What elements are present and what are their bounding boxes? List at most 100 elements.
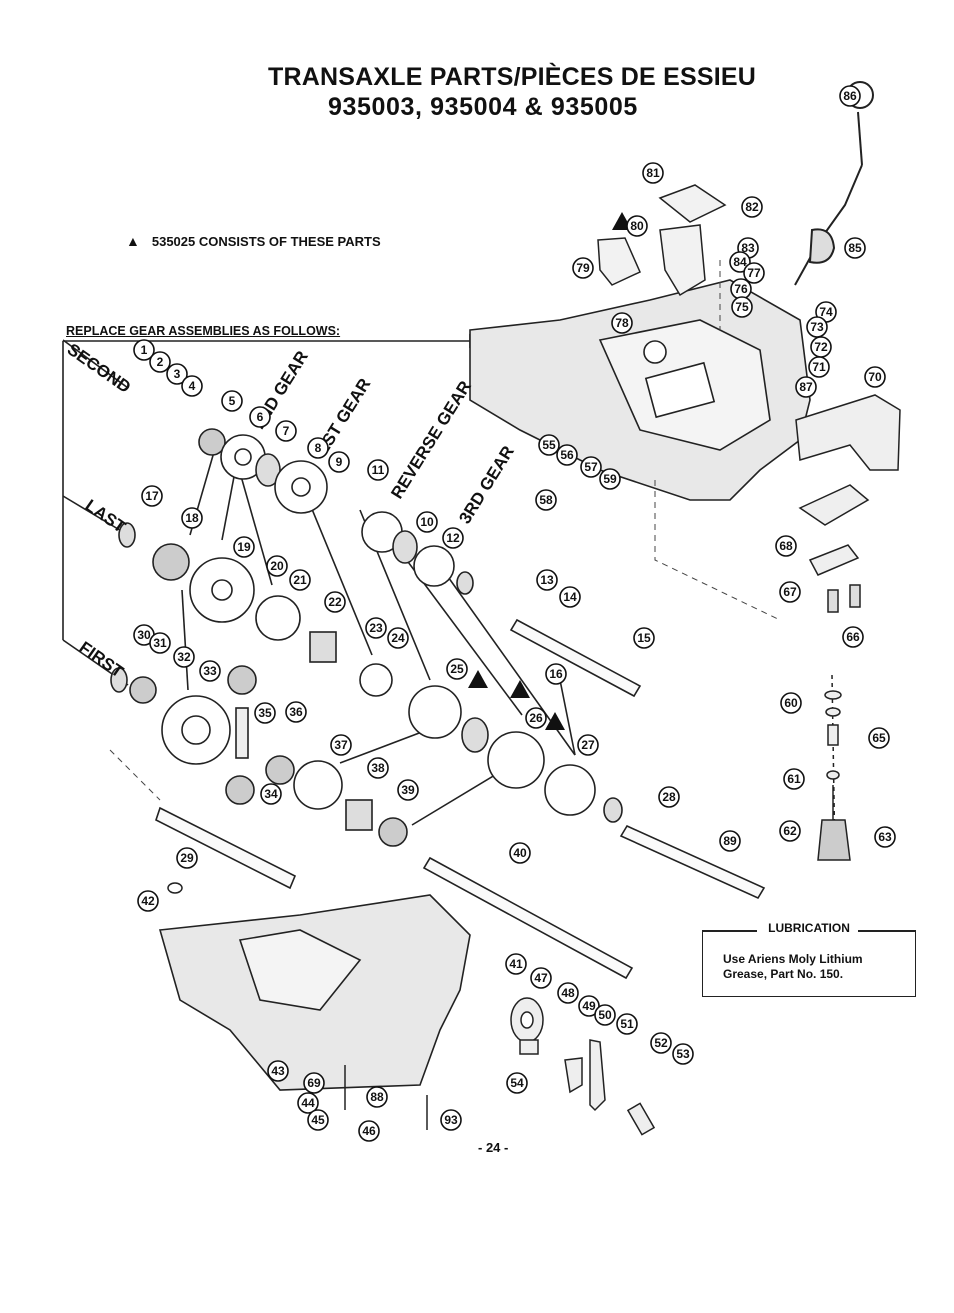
callout-circle — [611, 312, 633, 334]
callout-23: 23 — [365, 617, 387, 639]
callout-19: 19 — [233, 536, 255, 558]
callout-circle — [297, 1092, 319, 1114]
callout-circle — [397, 779, 419, 801]
callout-circle — [166, 363, 188, 385]
callout-circle — [775, 535, 797, 557]
callout-79: 79 — [572, 257, 594, 279]
callout-18: 18 — [181, 507, 203, 529]
callout-circle — [285, 701, 307, 723]
callout-54: 54 — [506, 1072, 528, 1094]
callout-11: 11 — [367, 459, 389, 481]
callout-circle — [535, 489, 557, 511]
callout-number: 81 — [646, 166, 660, 180]
callout-number: 3 — [174, 367, 181, 381]
callout-47: 47 — [530, 967, 552, 989]
callout-49: 49 — [578, 995, 600, 1017]
callout-number: 56 — [560, 448, 574, 462]
callout-circle — [599, 468, 621, 490]
callout-8: 8 — [307, 437, 329, 459]
callout-number: 12 — [446, 531, 460, 545]
callout-36: 36 — [285, 701, 307, 723]
callout-32: 32 — [173, 646, 195, 668]
callout-circle — [525, 707, 547, 729]
callout-circle — [149, 632, 171, 654]
callout-circle — [137, 890, 159, 912]
callout-number: 71 — [812, 360, 826, 374]
callout-number: 60 — [784, 696, 798, 710]
callout-circle — [842, 626, 864, 648]
callout-7: 7 — [275, 420, 297, 442]
callout-circle — [149, 351, 171, 373]
callout-number: 75 — [735, 300, 749, 314]
callout-9: 9 — [328, 451, 350, 473]
callout-number: 78 — [615, 316, 629, 330]
callout-circle — [864, 366, 886, 388]
callout-56: 56 — [556, 444, 578, 466]
callout-number: 50 — [598, 1008, 612, 1022]
callout-number: 19 — [237, 540, 251, 554]
callout-circle — [303, 1072, 325, 1094]
callout-number: 89 — [723, 834, 737, 848]
callout-circle — [556, 444, 578, 466]
callout-number: 35 — [258, 706, 272, 720]
callout-76: 76 — [730, 278, 752, 300]
callout-circle — [328, 451, 350, 473]
callout-70: 70 — [864, 366, 886, 388]
callout-number: 41 — [509, 957, 523, 971]
callout-number: 84 — [733, 255, 747, 269]
callout-number: 67 — [783, 585, 797, 599]
callout-52: 52 — [650, 1032, 672, 1054]
callout-38: 38 — [367, 757, 389, 779]
kit-note: ▲535025 CONSISTS OF THESE PARTS — [126, 233, 381, 249]
callout-number: 23 — [369, 621, 383, 635]
callout-5: 5 — [221, 390, 243, 412]
callout-80: 80 — [626, 215, 648, 237]
callout-circle — [446, 658, 468, 680]
callout-number: 37 — [334, 738, 348, 752]
callout-48: 48 — [557, 982, 579, 1004]
callout-circle — [658, 786, 680, 808]
callout-number: 33 — [203, 664, 217, 678]
callout-number: 69 — [307, 1076, 321, 1090]
callout-number: 59 — [603, 472, 617, 486]
callout-number: 82 — [745, 200, 759, 214]
callout-circle — [536, 569, 558, 591]
callout-number: 14 — [563, 590, 577, 604]
callout-circle — [839, 85, 861, 107]
callout-66: 66 — [842, 626, 864, 648]
callout-circle — [779, 820, 801, 842]
callout-93: 93 — [440, 1109, 462, 1131]
callout-circle — [330, 734, 352, 756]
callout-circle — [133, 339, 155, 361]
lubrication-text: Use Ariens Moly Lithium Grease, Part No.… — [723, 952, 863, 981]
callout-46: 46 — [358, 1120, 380, 1142]
callout-circle — [783, 768, 805, 790]
callout-circle — [626, 215, 648, 237]
callout-number: 68 — [779, 539, 793, 553]
callout-circle — [779, 581, 801, 603]
replace-heading: REPLACE GEAR ASSEMBLIES AS FOLLOWS: — [66, 324, 341, 338]
callout-circle — [868, 727, 890, 749]
callout-number: 62 — [783, 824, 797, 838]
callout-circle — [366, 1086, 388, 1108]
callout-number: 70 — [868, 370, 882, 384]
callout-number: 55 — [542, 438, 556, 452]
callout-circle — [780, 692, 802, 714]
callout-29: 29 — [176, 847, 198, 869]
callout-circle — [289, 569, 311, 591]
callout-75: 75 — [731, 296, 753, 318]
callout-number: 43 — [271, 1064, 285, 1078]
callout-circle — [440, 1109, 462, 1131]
callout-circle — [741, 196, 763, 218]
callout-number: 51 — [620, 1017, 634, 1031]
callout-circle — [254, 702, 276, 724]
callout-number: 79 — [576, 261, 590, 275]
callout-number: 48 — [561, 986, 575, 1000]
callout-number: 21 — [293, 573, 307, 587]
callout-circle — [416, 511, 438, 533]
callout-circle — [181, 375, 203, 397]
callout-circle — [387, 627, 409, 649]
callout-number: 30 — [137, 628, 151, 642]
callout-number: 1 — [141, 343, 148, 357]
